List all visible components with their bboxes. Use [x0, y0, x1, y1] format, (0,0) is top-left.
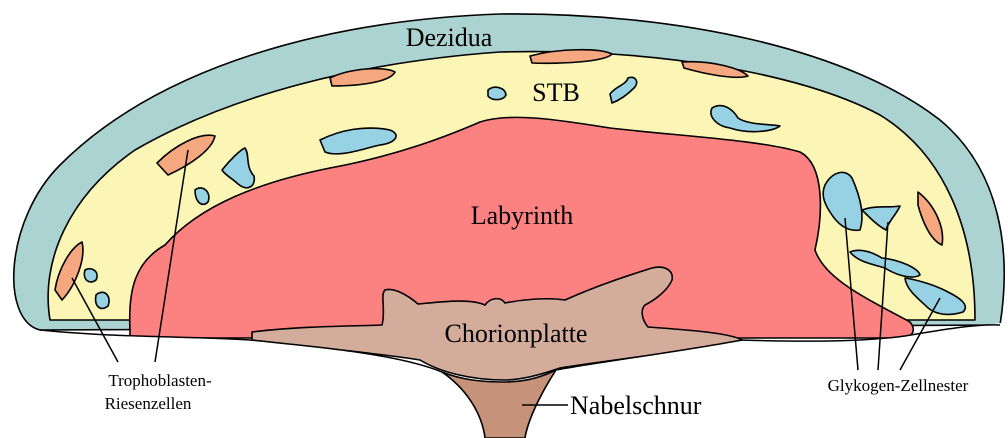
labyrinth-label: Labyrinth: [471, 201, 574, 230]
glycogen-nest: [96, 292, 109, 308]
stb-label: STB: [532, 78, 580, 107]
glycogen-nest: [84, 269, 97, 282]
decidua-label: Dezidua: [406, 23, 493, 52]
giant-cells-label-line1: Trophoblasten-: [108, 371, 212, 390]
glycogen-nests-label: Glykogen-Zellnester: [828, 376, 969, 395]
umbilical-cord-label: Nabelschnur: [570, 391, 702, 420]
glycogen-nest: [488, 87, 506, 99]
giant-cells-label-line2: Riesenzellen: [105, 394, 192, 413]
chorionic-plate-label: Chorionplatte: [445, 319, 588, 348]
